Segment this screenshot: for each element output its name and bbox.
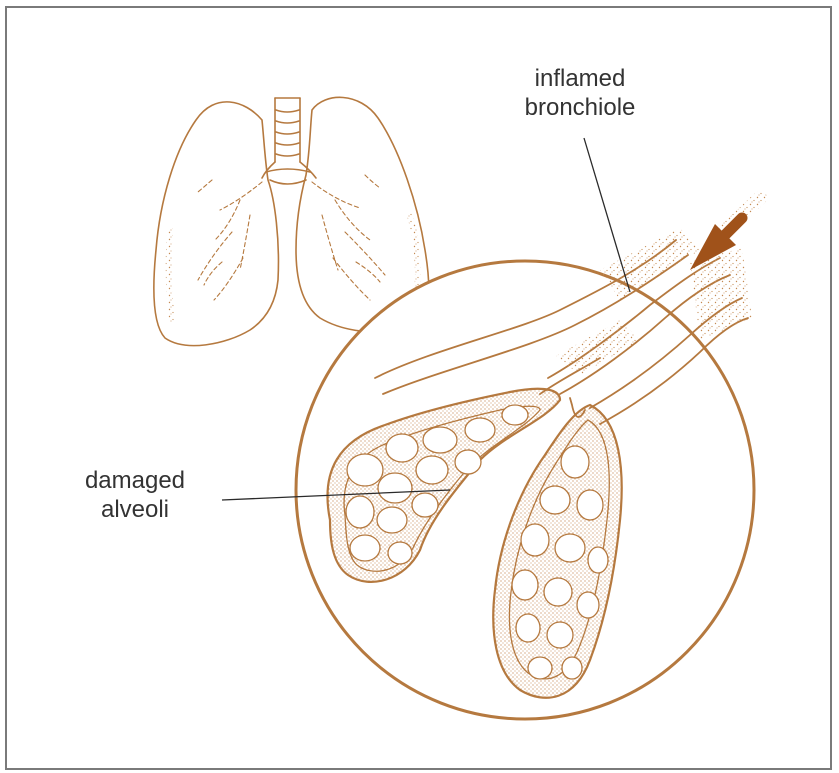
- label-line: alveoli: [68, 495, 202, 524]
- damaged-alveoli-label: damaged alveoli: [68, 466, 202, 524]
- label-line: inflamed: [512, 64, 648, 93]
- label-line: bronchiole: [512, 93, 648, 122]
- trachea: [262, 98, 316, 184]
- label-line: damaged: [68, 466, 202, 495]
- inflamed-bronchiole-label: inflamed bronchiole: [512, 64, 648, 122]
